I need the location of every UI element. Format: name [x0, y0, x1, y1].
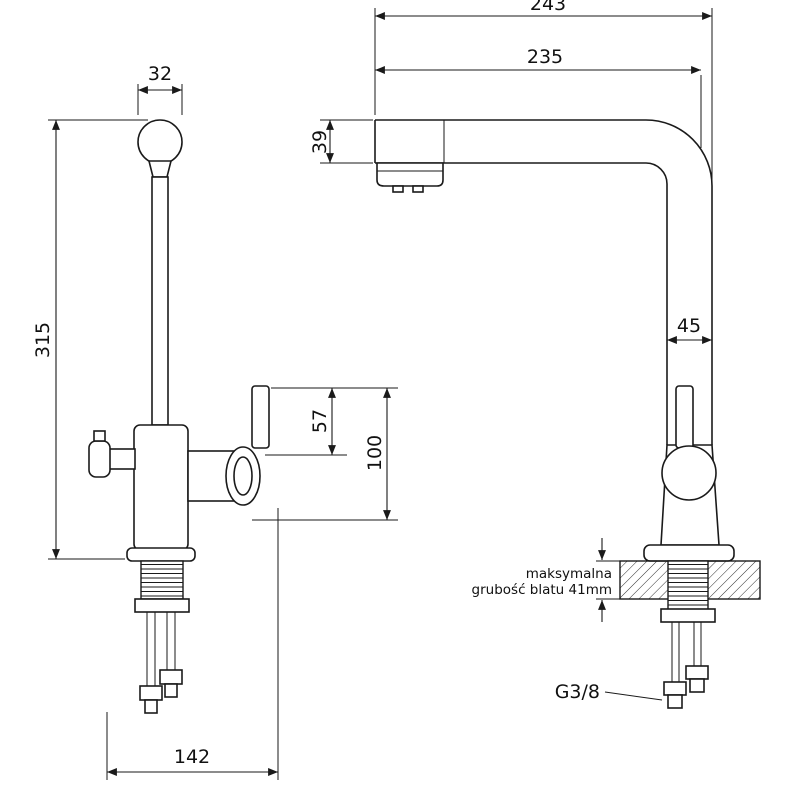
- dimension-base-depth: 142: [106, 508, 279, 780]
- dim-label-spout-width: 32: [148, 63, 172, 85]
- dimension-overall-depth: 243: [374, 0, 713, 182]
- dim-label-total-height: 315: [32, 322, 54, 358]
- threaded-shank: [140, 560, 184, 600]
- counter-note-line1: maksymalna: [526, 566, 612, 582]
- supply-hoses-side: [671, 622, 702, 682]
- dimension-lever-and-body: 57 100: [252, 387, 398, 521]
- dimension-spout-end-height: 39: [309, 119, 373, 164]
- hose-fitting-side-left-tip: [667, 694, 683, 709]
- supply-hoses: [146, 612, 176, 686]
- side-valve-nub: [93, 430, 106, 442]
- hose-fitting-side-right-tip: [689, 678, 705, 693]
- filter-lever-side: [675, 385, 694, 449]
- aerator-nozzle-1: [392, 185, 404, 193]
- dimension-column-width: 45: [667, 315, 712, 344]
- front-view: 32 315 57 100 142: [32, 63, 398, 780]
- mixer-body: [133, 424, 189, 551]
- spout-neck: [147, 160, 173, 178]
- hose-fitting-side-right: [685, 665, 709, 680]
- spout-tube-inner: [375, 162, 668, 445]
- spout-ball: [137, 119, 183, 165]
- riser-pipe: [151, 176, 169, 426]
- hose-fitting-left-tip: [144, 699, 158, 714]
- side-view: maksymalna grubość blatu 41mm G3/8 243 2…: [309, 0, 761, 709]
- filter-lever: [251, 385, 270, 449]
- spout-tube-outer: [375, 119, 713, 445]
- base-flange: [126, 547, 196, 562]
- counter-thickness-callout: maksymalna grubość blatu 41mm: [472, 538, 621, 622]
- mounting-nut: [134, 598, 190, 613]
- aerator-head: [376, 162, 444, 187]
- threaded-shank-side: [667, 560, 709, 612]
- hose-fitting-left: [139, 685, 163, 701]
- hose-fitting-side-left: [663, 681, 687, 696]
- dim-label-spout-reach: 235: [527, 46, 563, 68]
- body-joint-circle: [661, 445, 717, 501]
- aerator-nozzle-2: [412, 185, 424, 193]
- dim-label-base-depth: 142: [174, 746, 210, 768]
- arm-end-cap: [225, 446, 261, 506]
- base-flange-side: [643, 544, 735, 562]
- thread-callout: G3/8: [555, 681, 663, 703]
- hose-fitting-right: [159, 669, 183, 685]
- mounting-nut-side: [660, 608, 716, 623]
- arm-end-cap-inner: [233, 456, 253, 496]
- dimension-total-height: 315: [32, 119, 148, 560]
- dim-label-body-height: 100: [364, 435, 386, 471]
- thread-label: G3/8: [555, 681, 600, 703]
- dim-label-column-width: 45: [677, 315, 701, 337]
- dim-label-lever-height: 57: [309, 409, 331, 433]
- side-valve-knob: [88, 440, 111, 478]
- dim-label-spout-end-height: 39: [309, 130, 331, 154]
- dimension-spout-width: 32: [137, 63, 183, 115]
- counter-note-line2: grubość blatu 41mm: [472, 582, 612, 598]
- side-valve-stem: [108, 448, 136, 470]
- hose-fitting-right-tip: [164, 683, 178, 698]
- dim-label-overall-depth: 243: [530, 0, 566, 15]
- dimension-spout-reach: 235: [375, 46, 702, 148]
